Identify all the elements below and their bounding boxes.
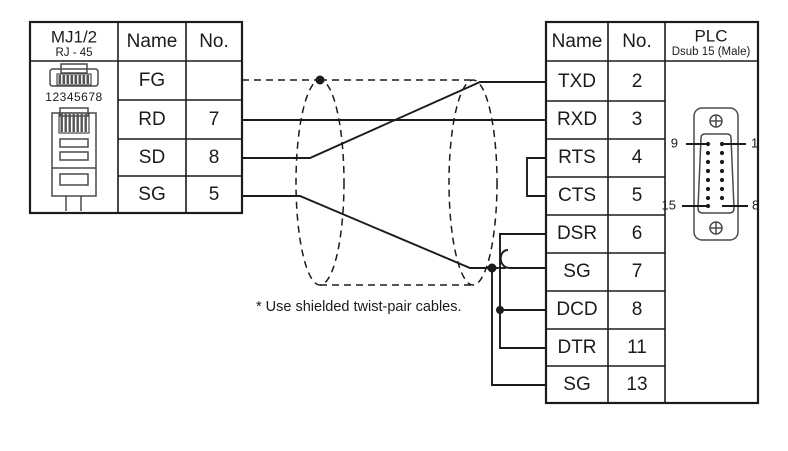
left-table-outline <box>28 20 244 215</box>
left-table-title: MJ1/2 <box>51 27 97 46</box>
wire-sg7-crossover <box>499 249 546 269</box>
rj45-plug-icon: 12345678 <box>45 63 102 104</box>
right-table-title: PLC <box>694 26 727 45</box>
right-row-0-no: 2 <box>632 71 643 92</box>
wire-sg-to-plc-sg <box>242 195 492 269</box>
right-table: PLC Dsub 15 (Male) Name No. TXD 2 RXD 3 … <box>544 20 760 405</box>
shield-ellipse-right <box>448 79 498 286</box>
right-row-3-name: CTS <box>558 185 596 206</box>
cable-shield-group <box>242 79 498 286</box>
right-table-outline <box>544 20 760 405</box>
dsub-pin-label-15: 15 <box>662 197 676 212</box>
right-table-subtitle: Dsub 15 (Male) <box>672 46 751 58</box>
right-row-5-name: SG <box>563 261 590 282</box>
right-row-7-no: 11 <box>627 337 647 358</box>
right-row-2-no: 4 <box>632 147 643 168</box>
right-row-2-name: RTS <box>558 147 596 168</box>
dsub15-connector-icon: 9 1 15 8 <box>662 107 759 241</box>
right-row-7-name: DTR <box>557 337 596 358</box>
right-row-8-no: 13 <box>626 374 647 395</box>
left-row-2-no: 8 <box>209 147 220 168</box>
left-col-header-no: No. <box>199 31 229 52</box>
right-row-8-name: SG <box>563 374 590 395</box>
junction-dot-fg-shield <box>315 75 325 85</box>
jumper-dsr-dtr-bus <box>499 233 546 349</box>
left-row-1-name: RD <box>138 109 165 130</box>
rj45-pin-numbers: 12345678 <box>45 90 102 104</box>
left-row-2-name: SD <box>139 147 165 168</box>
right-col-header-no: No. <box>622 31 652 52</box>
dsub-pin-label-1: 1 <box>751 135 758 150</box>
shielded-cable-note: * Use shielded twist-pair cables. <box>256 299 462 315</box>
right-row-1-name: RXD <box>557 109 597 130</box>
dsub-pin-label-8: 8 <box>752 197 759 212</box>
shield-ellipse-left <box>295 79 345 286</box>
left-row-1-no: 7 <box>209 109 220 130</box>
left-table-subtitle: RJ - 45 <box>55 47 92 59</box>
left-row-3-no: 5 <box>209 184 220 205</box>
right-row-4-no: 6 <box>632 223 643 244</box>
rj45-jack-icon <box>51 107 97 211</box>
jumper-rts-cts <box>526 157 546 197</box>
dsub-pin-label-9: 9 <box>671 135 678 150</box>
left-table: MJ1/2 RJ - 45 Name No. FG RD 7 SD 8 SG 5 <box>28 20 244 215</box>
right-row-5-no: 7 <box>632 261 643 282</box>
wire-sg-to-sg13 <box>491 268 546 386</box>
right-row-0-name: TXD <box>558 71 596 92</box>
junction-dot-dcd <box>496 306 504 314</box>
right-row-1-no: 3 <box>632 109 643 130</box>
left-row-0-name: FG <box>139 70 165 91</box>
right-col-header-name: Name <box>552 31 603 52</box>
right-row-3-no: 5 <box>632 185 643 206</box>
left-col-header-name: Name <box>127 31 178 52</box>
signal-wires <box>242 75 546 386</box>
left-row-3-name: SG <box>138 184 165 205</box>
right-row-4-name: DSR <box>557 223 597 244</box>
right-row-6-name: DCD <box>556 299 597 320</box>
right-row-6-no: 8 <box>632 299 643 320</box>
